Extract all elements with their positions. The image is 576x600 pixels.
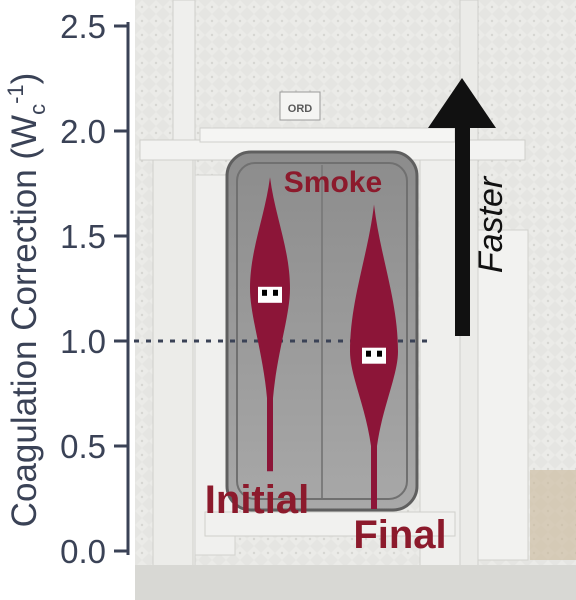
y-axis-title-sub: c <box>25 104 50 115</box>
arrow-shaft <box>455 126 470 336</box>
y-axis-title: Coagulation Correction (Wc-1) <box>3 73 50 528</box>
y-axis-title-close: ) <box>5 73 44 85</box>
y-tick-label: 1.0 <box>60 323 106 360</box>
wall-sign-text: ORD <box>288 103 313 115</box>
median-mark <box>366 350 371 357</box>
violin-series-group <box>250 177 398 509</box>
y-tick-label: 2.5 <box>60 8 106 45</box>
y-axis-title-sup: -1 <box>3 84 28 104</box>
y-tick-label: 1.5 <box>60 218 106 255</box>
faster-arrow <box>428 78 496 336</box>
median-mark <box>273 289 278 296</box>
y-axis: 0.0 0.5 1.0 1.5 2.0 2.5 <box>60 8 130 570</box>
y-tick-label: 0.0 <box>60 533 106 570</box>
series-label-initial: Initial <box>205 478 309 522</box>
y-tick-label: 0.5 <box>60 428 106 465</box>
arrow-head <box>428 78 496 128</box>
series-label-final: Final <box>353 513 446 557</box>
median-box-final <box>362 347 386 364</box>
y-axis-title-main: Coagulation Correction (W <box>5 115 44 527</box>
arrow-label-faster: Faster <box>472 175 510 273</box>
violin-initial <box>250 177 290 472</box>
median-mark <box>262 289 267 296</box>
median-mark <box>377 350 382 357</box>
y-tick-label: 2.0 <box>60 113 106 150</box>
median-markers <box>258 286 386 364</box>
group-label-smoke: Smoke <box>284 166 382 199</box>
median-box-initial <box>258 286 282 303</box>
